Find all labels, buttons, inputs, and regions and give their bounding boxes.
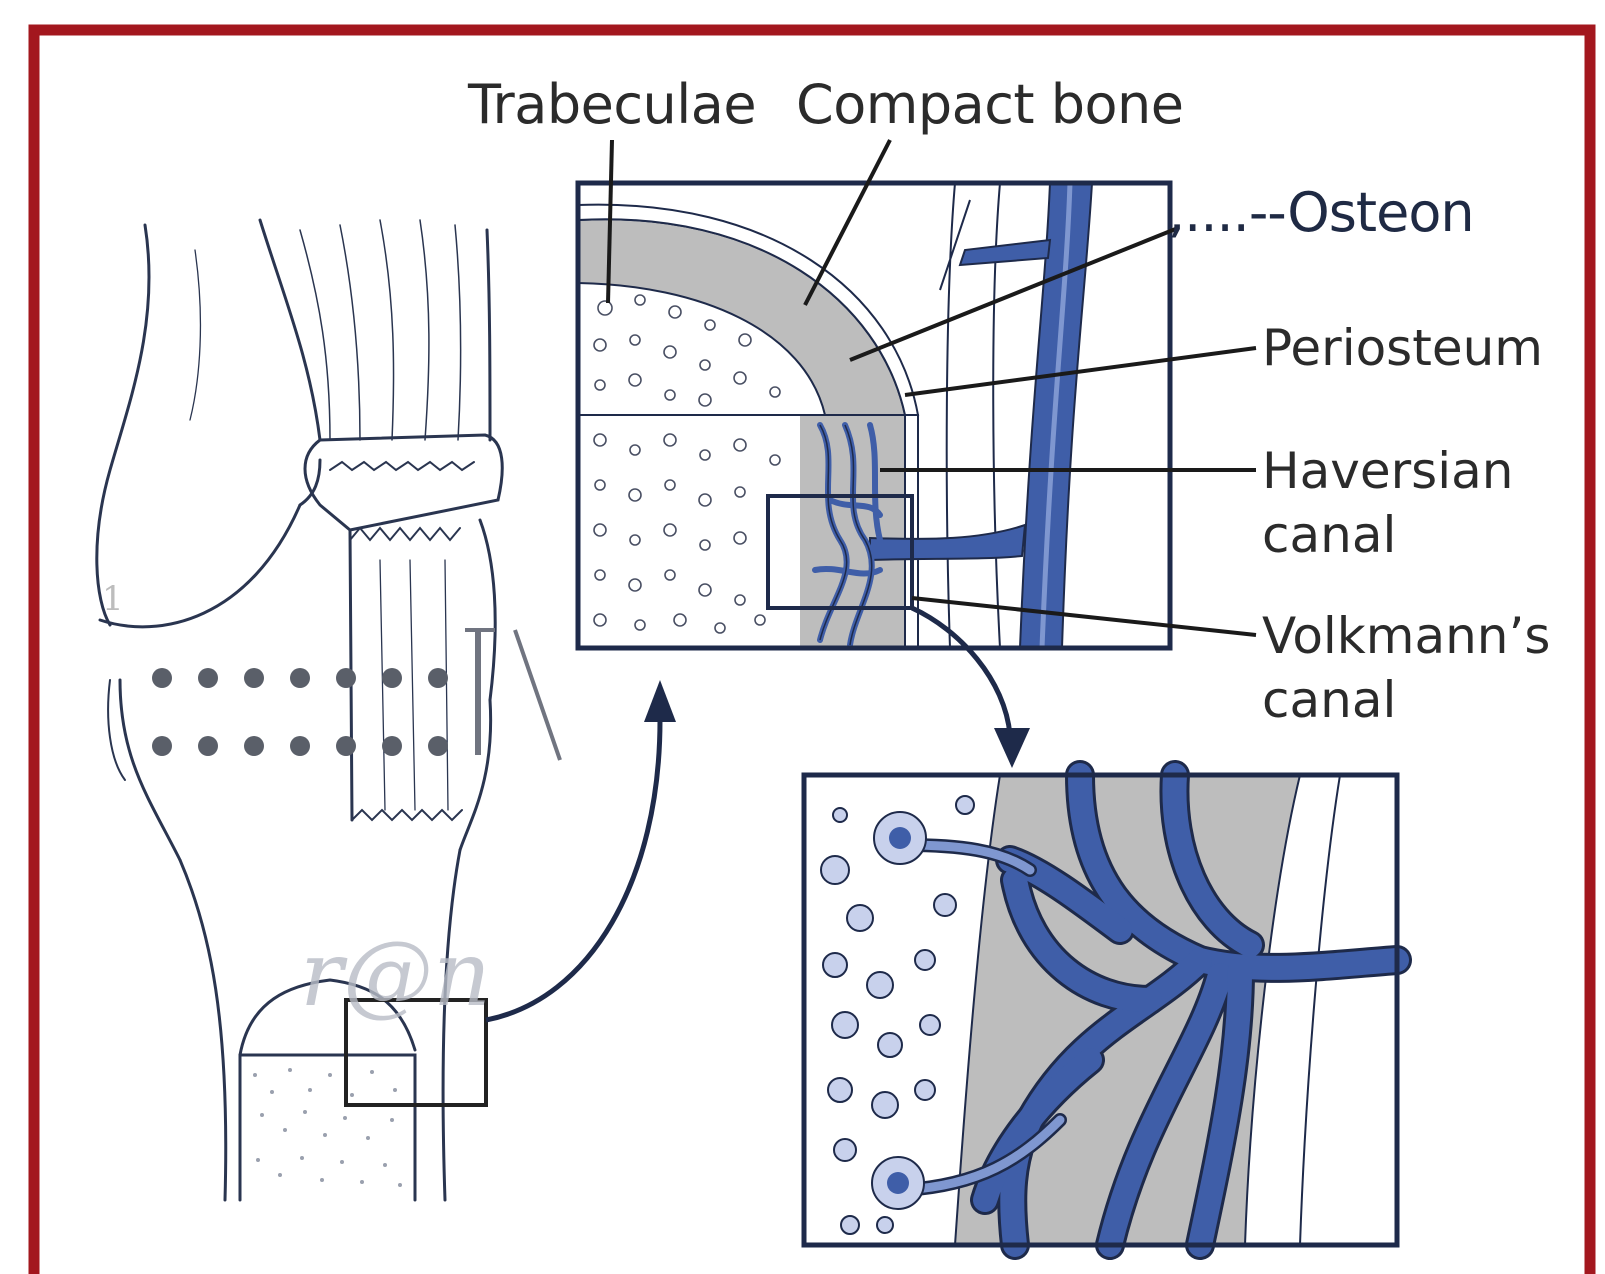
overlay-tiny-mark: 1 bbox=[102, 579, 124, 619]
label-haversian-line2: canal bbox=[1262, 503, 1513, 567]
arrow-detail-to-lower-head bbox=[994, 728, 1030, 768]
arrow-knee-to-inset-head bbox=[644, 680, 676, 722]
dotted-overlay bbox=[152, 668, 448, 756]
knee-joint-drawing bbox=[97, 220, 502, 1200]
label-osteon: ,....--Osteon bbox=[1168, 186, 1474, 240]
label-volkmann-line1: Volkmann’s bbox=[1262, 604, 1550, 668]
label-haversian-line1: Haversian bbox=[1262, 439, 1513, 503]
label-trabeculae: Trabeculae bbox=[468, 78, 756, 132]
cut-section-texture bbox=[253, 1068, 402, 1187]
overlay-glyph bbox=[465, 630, 560, 760]
overlay-watermark: r@n bbox=[300, 922, 491, 1027]
label-periosteum: Periosteum bbox=[1262, 323, 1543, 373]
label-volkmann-canal: Volkmann’s canal bbox=[1262, 604, 1550, 732]
label-haversian-canal: Haversian canal bbox=[1262, 439, 1513, 567]
label-volkmann-line2: canal bbox=[1262, 668, 1550, 732]
upper-inset bbox=[578, 183, 1170, 648]
lower-inset bbox=[804, 775, 1397, 1245]
label-compact-bone: Compact bone bbox=[796, 78, 1184, 132]
arrow-knee-to-inset bbox=[486, 720, 660, 1020]
